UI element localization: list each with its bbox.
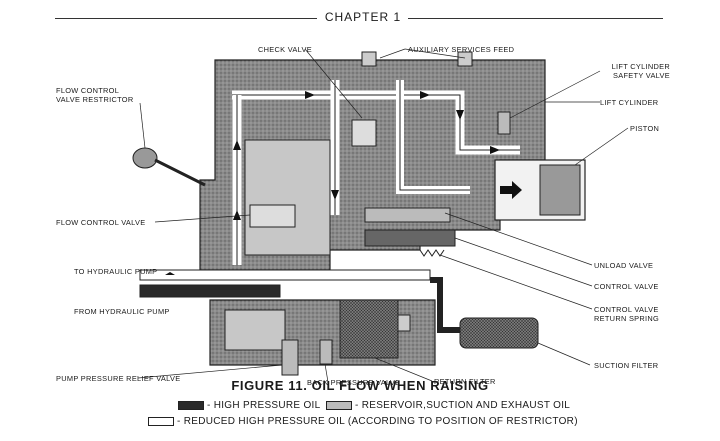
legend-reduced: - REDUCED HIGH PRESSURE OIL (ACCORDING T…	[148, 416, 578, 427]
chapter-title: CHAPTER 1	[324, 10, 402, 24]
reduced-pressure-swatch	[148, 416, 174, 426]
label-cv-return-spring: CONTROL VALVE RETURN SPRING	[594, 305, 660, 323]
high-pressure-swatch	[178, 400, 204, 410]
lift-piston	[539, 164, 581, 216]
label-lift-cylinder: LIFT CYLINDER	[600, 98, 659, 107]
leader-lines	[137, 48, 629, 383]
label-suction-filter: SUCTION FILTER	[594, 361, 659, 370]
label-return-filter: RETURN FILTER	[434, 377, 496, 386]
reservoir-cavity	[244, 139, 331, 256]
suction-line	[430, 277, 470, 333]
check-valve	[351, 119, 377, 147]
figure-caption: FIGURE 11. OIL FLOW WHEN RAISING	[231, 378, 489, 393]
return-spring	[419, 249, 445, 257]
back-pressure-valve	[319, 339, 333, 365]
label-back-pressure: BACK PRESSURE VALVE	[307, 378, 401, 387]
legend-high: - HIGH PRESSURE OIL	[178, 400, 321, 411]
legend-high-label: - HIGH PRESSURE OIL	[207, 400, 321, 411]
suction-filter	[459, 317, 539, 349]
label-lift-safety: LIFT CYLINDER SAFETY VALVE	[611, 62, 670, 80]
restrictor-knob	[132, 147, 158, 169]
label-aux-feed: AUXILIARY SERVICES FEED	[408, 45, 515, 54]
safety-valve	[497, 111, 511, 135]
return-filter	[339, 299, 399, 359]
legend-reduced-label: - REDUCED HIGH PRESSURE OIL (ACCORDING T…	[177, 416, 578, 427]
aux-fitting-2	[457, 51, 473, 67]
label-flow-restrictor: FLOW CONTROL VALVE RESTRICTOR	[56, 86, 134, 104]
chapter-header: CHAPTER 1	[0, 8, 720, 28]
label-piston: PISTON	[630, 124, 660, 133]
flow-arrows	[233, 91, 500, 220]
pump-line-to	[139, 269, 431, 281]
label-check-valve: CHECK VALVE	[258, 45, 312, 54]
label-unload-valve: UNLOAD VALVE	[594, 261, 654, 270]
header-rule-left	[55, 18, 317, 19]
pump-line-from	[139, 284, 281, 298]
aux-fitting-1	[361, 51, 377, 67]
unload-valve-spool	[364, 207, 451, 223]
control-valve-spool	[364, 229, 456, 247]
piston-arrow	[500, 181, 522, 199]
label-from-pump: FROM HYDRAULIC PUMP	[74, 307, 170, 316]
label-flow-control-valve: FLOW CONTROL VALVE	[56, 218, 146, 227]
header-rule-right	[408, 18, 663, 19]
flow-control-valve	[249, 204, 296, 228]
legend-reservoir: - RESERVOIR,SUCTION AND EXHAUST OIL	[326, 400, 570, 411]
label-to-pump: TO HYDRAULIC PUMP	[74, 267, 158, 276]
reservoir-swatch	[326, 400, 352, 410]
label-control-valve: CONTROL VALVE	[594, 282, 659, 291]
relief-valve	[281, 339, 299, 376]
legend-reservoir-label: - RESERVOIR,SUCTION AND EXHAUST OIL	[355, 400, 571, 411]
label-relief-valve: PUMP PRESSURE RELIEF VALVE	[56, 374, 181, 383]
